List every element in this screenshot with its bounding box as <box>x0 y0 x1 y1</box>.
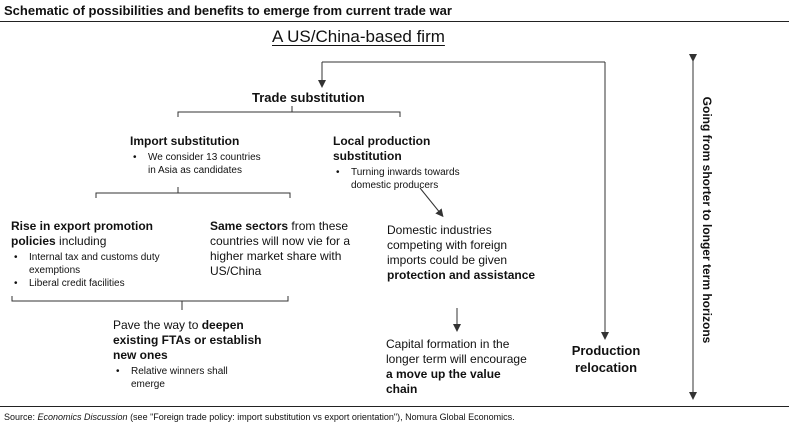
import-substitution-bullets: We consider 13 countries in Asia as cand… <box>130 151 270 177</box>
export-promotion-including: including <box>55 234 107 248</box>
fta-bold: deepen existing FTAs or establish new on… <box>113 318 262 362</box>
import-substitution-node: Import substitution We consider 13 count… <box>130 134 290 177</box>
bottom-divider <box>0 406 789 407</box>
brace-trade-substitution <box>177 106 401 117</box>
bullet-item: Liberal credit facilities <box>11 277 206 290</box>
local-production-heading-1: Local production <box>333 134 431 148</box>
source-prefix: Source: <box>4 412 38 422</box>
fta-bullets: Relative winners shall emerge <box>113 365 253 391</box>
capital-formation-node: Capital formation in the longer term wil… <box>386 337 528 397</box>
same-sectors-bold: Same sectors <box>210 219 289 233</box>
top-divider <box>0 21 789 22</box>
domestic-bold: protection and assistance <box>387 268 536 282</box>
capital-bold: a move up the value chain <box>386 367 501 396</box>
production-relocation-node: Production relocation <box>566 342 646 376</box>
import-substitution-heading: Import substitution <box>130 134 240 148</box>
firm-node: A US/China-based firm <box>272 27 445 46</box>
bullet-item: Internal tax and customs duty exemptions <box>11 251 206 277</box>
source-note: Source: Economics Discussion (see "Forei… <box>4 412 515 422</box>
export-promotion-heading: Rise in export promotion <box>11 219 154 233</box>
fta-node: Pave the way to deepen existing FTAs or … <box>113 318 263 391</box>
same-sectors-rest: from these countries will now vie for a … <box>210 219 351 278</box>
brace-import-substitution <box>95 187 291 198</box>
bullet-item: We consider 13 countries in Asia as cand… <box>130 151 270 177</box>
horizon-label: Going from shorter to longer term horizo… <box>693 90 721 350</box>
export-promotion-policies: policies <box>11 234 56 248</box>
source-italic: Economics Discussion <box>37 412 128 422</box>
capital-text: Capital formation in the longer term wil… <box>386 337 527 366</box>
brace-export-same <box>11 296 289 310</box>
domestic-text: Domestic industries competing with forei… <box>387 223 508 267</box>
relocation-line-1: Production <box>571 343 641 358</box>
local-production-node: Local production substitution Turning in… <box>333 134 533 192</box>
bullet-item: Relative winners shall emerge <box>113 365 253 391</box>
trade-substitution-node: Trade substitution <box>252 90 365 105</box>
source-rest: (see "Foreign trade policy: import subst… <box>127 412 515 422</box>
arrow-to-domestic <box>419 187 444 218</box>
relocation-line-2: relocation <box>574 360 638 375</box>
export-promotion-bullets: Internal tax and customs duty exemptions… <box>11 251 206 290</box>
export-promotion-node: Rise in export promotion policies includ… <box>11 219 211 290</box>
local-production-bullets: Turning inwards towards domestic produce… <box>333 166 493 192</box>
domestic-industries-node: Domestic industries competing with forei… <box>387 223 547 283</box>
chart-title: Schematic of possibilities and benefits … <box>4 3 452 18</box>
same-sectors-node: Same sectors from these countries will n… <box>210 219 355 279</box>
fta-text: Pave the way to <box>113 318 202 332</box>
horizon-label-text: Going from shorter to longer term horizo… <box>700 96 714 344</box>
local-production-heading-2: substitution <box>333 149 402 163</box>
bullet-item: Turning inwards towards domestic produce… <box>333 166 493 192</box>
